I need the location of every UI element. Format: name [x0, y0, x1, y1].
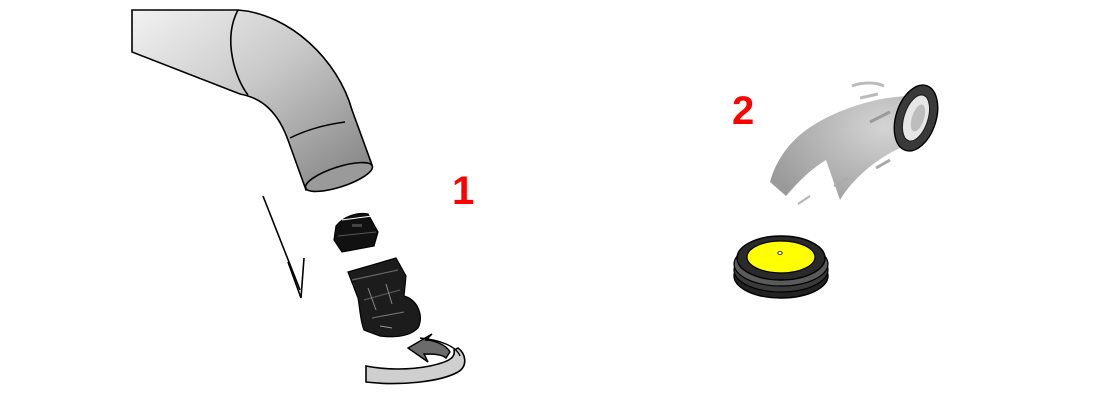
rotation-arrow-icon: [366, 334, 465, 384]
faucet-spout-icon: [132, 10, 375, 197]
direction-arrow-icon: [263, 196, 304, 298]
aerator-insert-icon: [334, 214, 378, 253]
water-stream-icon: [770, 83, 912, 204]
rubber-seal-icon: [734, 236, 828, 298]
aerator-housing-icon: [348, 258, 420, 337]
step-2-label: 2: [732, 91, 754, 131]
step-1-label: 1: [452, 171, 474, 211]
